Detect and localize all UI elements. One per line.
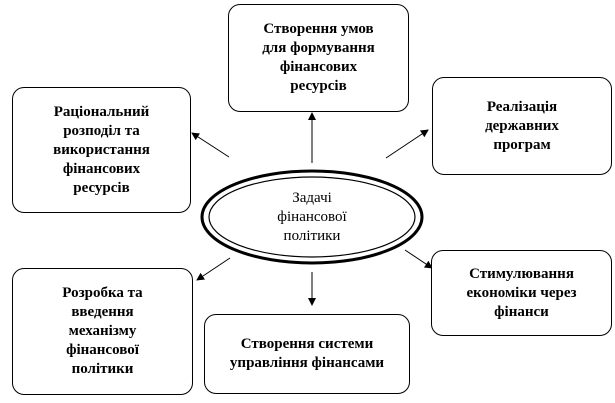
box-mechanism-development: Розробка та введення механізму фінансово… — [12, 268, 193, 395]
box-economy-stimulation-label: Стимулювання економіки через фінанси — [466, 265, 577, 320]
arrow-to-bottom-right — [404, 249, 433, 269]
arrow-to-top-right — [385, 129, 429, 159]
box-create-conditions: Створення умов для формування фінансових… — [228, 4, 409, 112]
center-label: Задачі фінансової політики — [277, 189, 347, 244]
arrow-to-bottom-left — [196, 257, 231, 281]
center-ellipse-outer — [200, 169, 424, 265]
box-create-conditions-label: Створення умов для формування фінансових… — [262, 21, 375, 94]
center-ellipse-inner — [208, 176, 416, 258]
box-rational-distribution-label: Раціональний розподіл та використання фі… — [53, 103, 150, 196]
arrow-to-top-left — [191, 132, 230, 158]
box-state-programs-label: Реалізація державних програм — [485, 98, 559, 153]
box-mechanism-development-label: Розробка та введення механізму фінансово… — [62, 285, 143, 377]
box-management-system: Створення системи управління фінансами — [204, 314, 410, 394]
box-rational-distribution: Раціональний розподіл та використання фі… — [12, 87, 191, 213]
box-economy-stimulation: Стимулювання економіки через фінанси — [431, 250, 612, 336]
box-state-programs: Реалізація державних програм — [432, 77, 612, 175]
box-management-system-label: Створення системи управління фінансами — [229, 336, 385, 371]
